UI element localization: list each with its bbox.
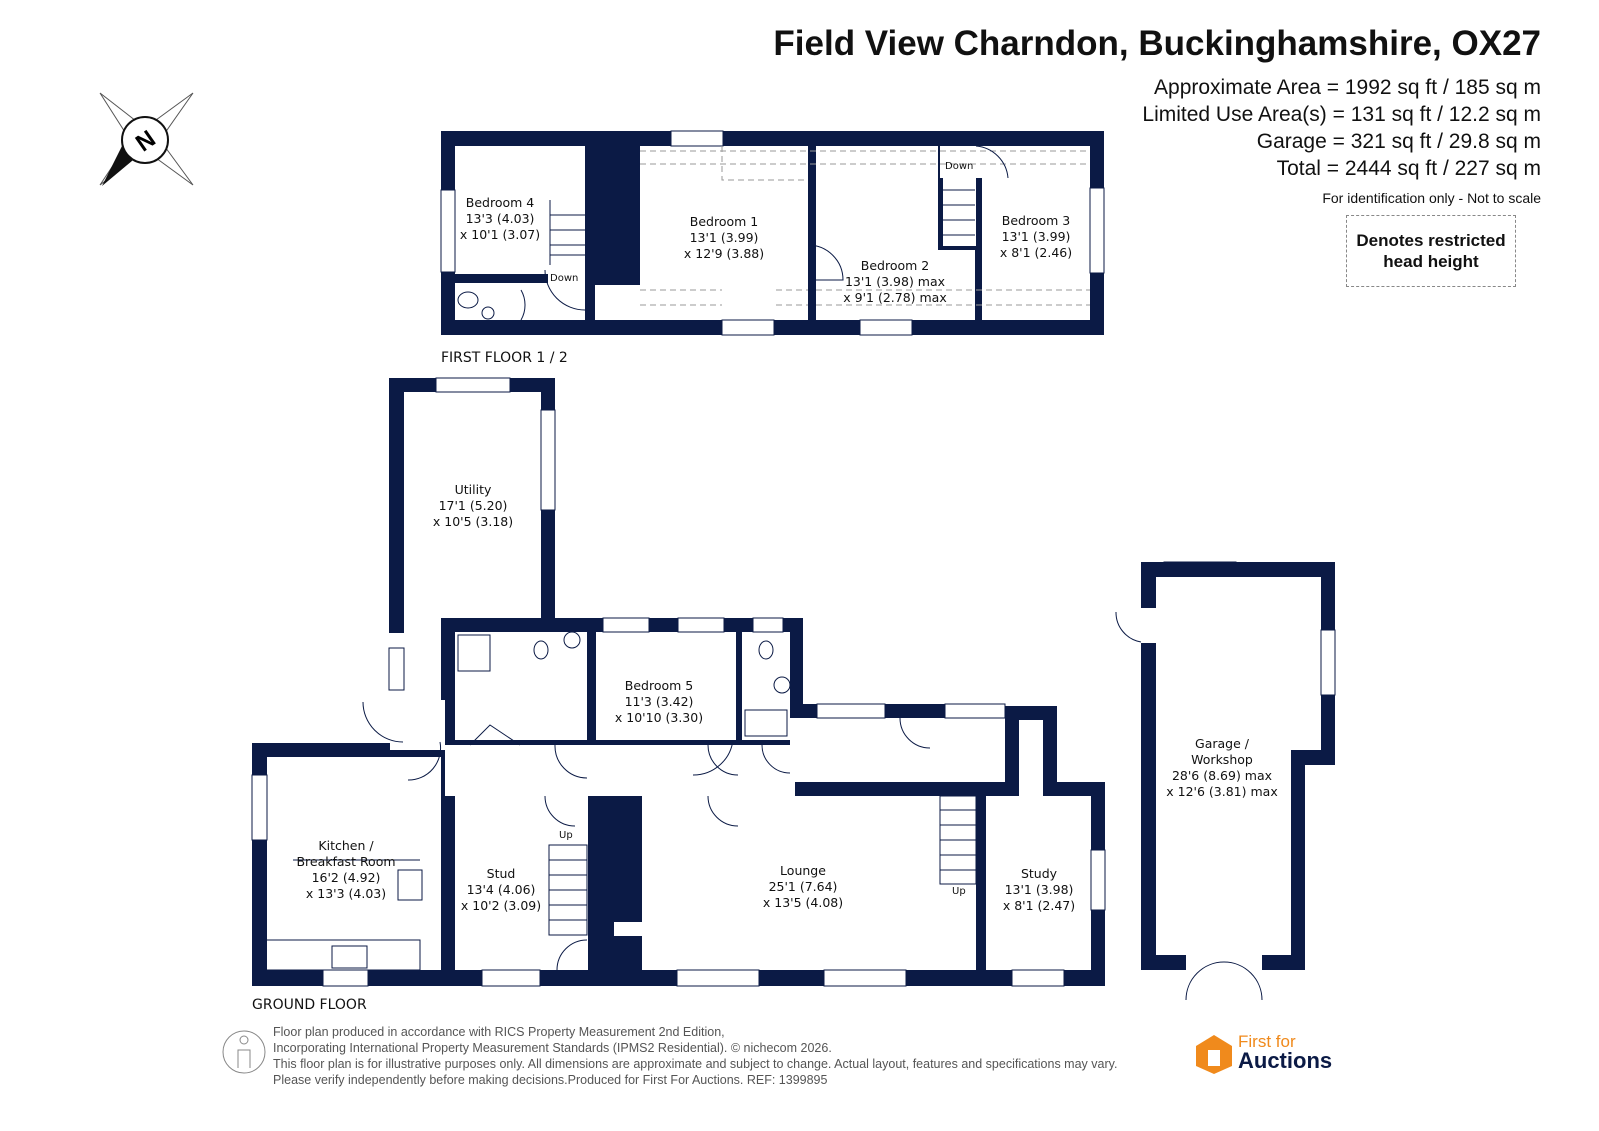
legend-line-2: head height [1383, 252, 1479, 271]
stair-label: Up [559, 830, 573, 841]
legend-line-1: Denotes restricted [1356, 231, 1506, 250]
first-for-auctions-logo-icon [1196, 1035, 1232, 1074]
ground-floor-plan [251, 377, 1336, 1001]
garage-area: Garage = 321 sq ft / 29.8 sq m [1256, 130, 1541, 153]
stair-label: Up [952, 886, 966, 897]
ground-floor-label: GROUND FLOOR [252, 997, 367, 1013]
compass-icon: N [99, 92, 194, 186]
limited-use-area: Limited Use Area(s) = 131 sq ft / 12.2 s… [1142, 103, 1541, 126]
first-floor-plan [440, 130, 1105, 336]
approximate-area: Approximate Area = 1992 sq ft / 185 sq m [1154, 76, 1541, 99]
restricted-height-legend: Denotes restricted head height [1346, 215, 1516, 287]
scale-note: For identification only - Not to scale [1322, 190, 1541, 206]
first-for-auctions-logo: First for Auctions [1238, 1032, 1333, 1073]
person-icon [222, 1030, 266, 1074]
first-floor-label: FIRST FLOOR 1 / 2 [441, 350, 568, 366]
footer-disclaimer: Floor plan produced in accordance with R… [273, 1025, 1118, 1087]
stair-label: Down [945, 161, 974, 172]
page-title: Field View Charndon, Buckinghamshire, OX… [773, 24, 1541, 63]
stair-label: Down [550, 273, 579, 284]
total-area: Total = 2444 sq ft / 227 sq m [1276, 157, 1541, 180]
